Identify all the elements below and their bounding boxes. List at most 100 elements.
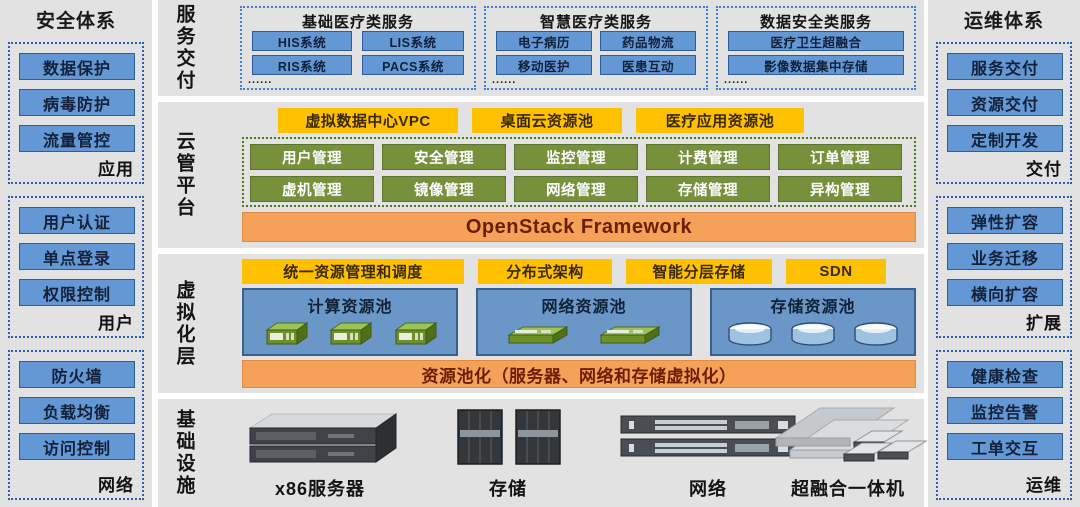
left-item-traffic-control[interactable]: 流量管控 [19,125,135,152]
svc-group-ellipsis: ...... [492,74,517,86]
module-user-mgmt[interactable]: 用户管理 [250,144,374,170]
left-group-footer-application: 应用 [98,160,134,179]
svc-item-his[interactable]: HIS系统 [252,31,352,51]
svc-item-drug-logistics[interactable]: 药品物流 [600,31,696,51]
switch-icon [505,321,571,349]
layer-label-infrastructure: 基础设施 [164,399,204,507]
infra-cell-x86-server: x86服务器 [220,403,420,503]
right-panel-title: 运维体系 [963,11,1044,32]
pool-title-storage: 存储资源池 [770,299,856,316]
disk-icon [788,320,838,350]
layer-service-delivery: 服务交付 基础医疗类服务 HIS系统 LIS系统 RIS系统 PACS系统 ..… [158,0,924,96]
pool-storage: 存储资源池 [710,288,916,356]
infra-cell-network: 网络 [596,403,820,503]
storage-array-icon [420,403,596,471]
right-item-resource-delivery[interactable]: 资源交付 [947,89,1063,116]
right-group-footer-operations: 运维 [1026,476,1062,495]
right-group-footer-delivery: 交付 [1026,160,1062,179]
infra-caption-x86-server: x86服务器 [274,479,366,499]
right-item-service-delivery[interactable]: 服务交付 [947,53,1063,80]
disk-icon [725,320,775,350]
right-item-workload-migration[interactable]: 业务迁移 [947,243,1063,270]
left-item-load-balance[interactable]: 负载均衡 [19,397,135,424]
left-group-footer-user: 用户 [98,314,134,333]
openstack-framework-bar: OpenStack Framework [242,212,916,242]
switch-icon [597,321,663,349]
svc-item-ris[interactable]: RIS系统 [252,55,352,75]
module-storage-mgmt[interactable]: 存储管理 [646,176,770,202]
module-order-mgmt[interactable]: 订单管理 [778,144,902,170]
left-item-virus-protection[interactable]: 病毒防护 [19,89,135,116]
pool-title-network: 网络资源池 [541,299,627,316]
module-billing-mgmt[interactable]: 计费管理 [646,144,770,170]
right-group-delivery: 服务交付 资源交付 定制开发 交付 [936,42,1072,184]
resource-pooling-bar: 资源池化（服务器、网络和存储虚拟化） [242,360,916,388]
right-group-operations: 健康检查 监控告警 工单交互 运维 [936,350,1072,500]
tag-unified-scheduling[interactable]: 统一资源管理和调度 [242,259,464,284]
svc-group-data-security: 数据安全类服务 医疗卫生超融合 影像数据集中存储 ...... [716,6,916,90]
layer-label-text: 虚拟化层 [173,279,195,368]
module-image-mgmt[interactable]: 镜像管理 [382,176,506,202]
right-item-custom-dev[interactable]: 定制开发 [947,125,1063,152]
tag-desktop-cloud[interactable]: 桌面云资源池 [472,108,622,133]
svc-item-pacs[interactable]: PACS系统 [362,55,464,75]
svc-group-title: 数据安全类服务 [759,14,872,31]
svc-item-emr[interactable]: 电子病历 [496,31,592,51]
compute-icon-row [244,318,456,352]
server-icon [327,320,373,350]
svc-item-lis[interactable]: LIS系统 [362,31,464,51]
left-item-firewall[interactable]: 防火墙 [19,361,135,388]
layer-cloud-platform: 云管平台 虚拟数据中心VPC 桌面云资源池 医疗应用资源池 用户管理 安全管理 … [158,102,924,248]
infra-caption-storage: 存储 [489,479,527,499]
tag-distributed-arch[interactable]: 分布式架构 [478,259,612,284]
module-security-mgmt[interactable]: 安全管理 [382,144,506,170]
right-group-footer-expansion: 扩展 [1026,314,1062,333]
left-item-data-protection[interactable]: 数据保护 [19,53,135,80]
right-item-health-check[interactable]: 健康检查 [947,361,1063,388]
svc-item-image-central[interactable]: 影像数据集中存储 [728,55,904,75]
svc-group-title: 智慧医疗类服务 [539,14,652,31]
module-network-mgmt[interactable]: 网络管理 [514,176,638,202]
left-item-access-control[interactable]: 访问控制 [19,433,135,460]
right-item-monitor-alarm[interactable]: 监控告警 [947,397,1063,424]
cloud-modules-container: 用户管理 安全管理 监控管理 计费管理 订单管理 虚机管理 镜像管理 网络管理 … [242,137,916,207]
center-stack: 服务交付 基础医疗类服务 HIS系统 LIS系统 RIS系统 PACS系统 ..… [158,0,928,507]
tag-vpc[interactable]: 虚拟数据中心VPC [278,108,458,133]
left-item-permission-control[interactable]: 权限控制 [19,279,135,306]
infra-caption-hyperconverged: 超融合一体机 [791,479,905,499]
left-group-footer-network: 网络 [98,476,134,495]
svc-item-hci-health[interactable]: 医疗卫生超融合 [728,31,904,51]
svc-item-mobile-care[interactable]: 移动医护 [496,55,592,75]
tag-medical-app-pool[interactable]: 医疗应用资源池 [636,108,804,133]
layer-label-text: 基础设施 [173,409,195,497]
layer-label-cloud-platform: 云管平台 [164,102,204,248]
layer-virtualization: 虚拟化层 统一资源管理和调度 分布式架构 智能分层存储 SDN 计算资源池 [158,254,924,393]
module-monitor-mgmt[interactable]: 监控管理 [514,144,638,170]
layer-label-virtualization: 虚拟化层 [164,254,204,393]
pool-network: 网络资源池 [476,288,692,356]
module-heterogeneous[interactable]: 异构管理 [778,176,902,202]
left-group-application: 数据保护 病毒防护 流量管控 应用 [8,42,144,184]
svc-group-smart-medical: 智慧医疗类服务 电子病历 药品物流 移动医护 医患互动 ...... [484,6,708,90]
svc-group-basic-medical: 基础医疗类服务 HIS系统 LIS系统 RIS系统 PACS系统 ...... [240,6,476,90]
left-item-user-auth[interactable]: 用户认证 [19,207,135,234]
left-item-sso[interactable]: 单点登录 [19,243,135,270]
server-icon [263,320,309,350]
module-vm-mgmt[interactable]: 虚机管理 [250,176,374,202]
tag-sdn[interactable]: SDN [786,259,886,284]
left-group-user: 用户认证 单点登录 权限控制 用户 [8,196,144,338]
disk-icon [851,320,901,350]
right-item-horizontal-scaling[interactable]: 横向扩容 [947,279,1063,306]
right-group-expansion: 弹性扩容 业务迁移 横向扩容 扩展 [936,196,1072,338]
tag-tiered-storage[interactable]: 智能分层存储 [626,259,772,284]
infra-cell-hyperconverged: 超融合一体机 [758,403,938,503]
svc-group-ellipsis: ...... [724,74,749,86]
right-item-ticket-interaction[interactable]: 工单交互 [947,433,1063,460]
right-item-elastic-scaling[interactable]: 弹性扩容 [947,207,1063,234]
svc-item-doctor-patient[interactable]: 医患互动 [600,55,696,75]
network-switch-icon [596,403,820,471]
right-panel-ops-system: 运维体系 服务交付 资源交付 定制开发 交付 弹性扩容 业务迁移 横向扩容 扩展… [928,0,1080,507]
infra-cell-storage: 存储 [420,403,596,503]
layer-label-text: 服务交付 [173,4,195,92]
